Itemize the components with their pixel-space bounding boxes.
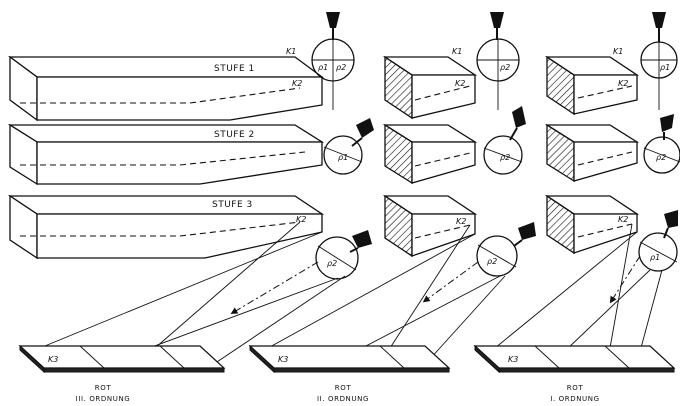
dial-right-2: ρ2 (643, 136, 680, 174)
k1-label: K1 (452, 47, 462, 56)
k3-label: K3 (508, 355, 518, 364)
k2-label: K2 (618, 215, 628, 224)
plate-name-2: ROT (335, 384, 352, 392)
lamp-icon (509, 106, 526, 141)
rho1-label: ρ1 (338, 153, 348, 162)
lamp-icon (326, 12, 340, 40)
k2-label: K2 (456, 217, 466, 226)
prism-mid-3: K2 (382, 194, 478, 258)
k1-label: K1 (613, 47, 623, 56)
lamp-icon (660, 114, 674, 140)
rho2-label: ρ2 (336, 63, 346, 72)
prism-stufe-1: STUFE 1 K1 K2 (8, 47, 324, 122)
k2-label: K2 (296, 215, 306, 224)
plate-first-order: K3 (473, 344, 676, 374)
rho1-label: ρ1 (318, 63, 328, 72)
lamp-icon (490, 12, 504, 40)
dial-left-3: ρ2 (315, 236, 359, 280)
prism-right-1: K1 K2 (544, 47, 640, 116)
plate-order-3: III. ORDNUNG (76, 395, 131, 403)
k1-label: K1 (286, 47, 296, 56)
prism-mid-2 (382, 123, 478, 185)
plate-order-1: I. ORDNUNG (550, 395, 599, 403)
lamp-icon (663, 210, 678, 239)
rho2-label: ρ2 (500, 153, 510, 162)
plate-name-1: ROT (567, 384, 584, 392)
rho2-label: ρ2 (656, 153, 666, 162)
dial-mid-2: ρ2 (483, 135, 523, 175)
prism-right-3: K2 (544, 194, 640, 255)
lamp-icon (351, 118, 374, 147)
rho2-label: ρ2 (487, 257, 497, 266)
dial-mid-1: ρ2 (476, 38, 520, 110)
k2-label: K2 (455, 79, 465, 88)
prism-stufe-2: STUFE 2 (7, 123, 325, 186)
rho2-label: ρ2 (500, 63, 510, 72)
k2-label: K2 (292, 79, 302, 88)
dial-right-3: ρ1 (638, 232, 678, 272)
dial-left-2: ρ1 (323, 135, 363, 175)
lamp-icon (513, 222, 536, 247)
k2-label: K2 (618, 79, 628, 88)
lamp-icon (652, 12, 666, 42)
prism-stufe-3: STUFE 3 K2 (7, 194, 325, 260)
dial-right-1: ρ1 (640, 41, 678, 110)
stage-label-1: STUFE 1 (214, 64, 255, 74)
plate-second-order: K3 (248, 344, 451, 374)
plate-name-3: ROT (95, 384, 112, 392)
plate-order-2: II. ORDNUNG (317, 395, 369, 403)
dial-mid-3: ρ2 (476, 235, 518, 277)
k3-label: K3 (48, 355, 58, 364)
plate-third-order: K3 (18, 344, 226, 374)
rho1-label: ρ1 (660, 63, 670, 72)
prism-right-2 (544, 123, 640, 183)
stage-label-2: STUFE 2 (214, 130, 255, 140)
lamp-icon (349, 230, 372, 253)
stage-label-3: STUFE 3 (212, 200, 253, 210)
prism-mid-1: K1 K2 (382, 47, 478, 120)
rho2-label: ρ2 (327, 259, 337, 268)
rho1-label: ρ1 (650, 253, 660, 262)
k3-label: K3 (278, 355, 288, 364)
